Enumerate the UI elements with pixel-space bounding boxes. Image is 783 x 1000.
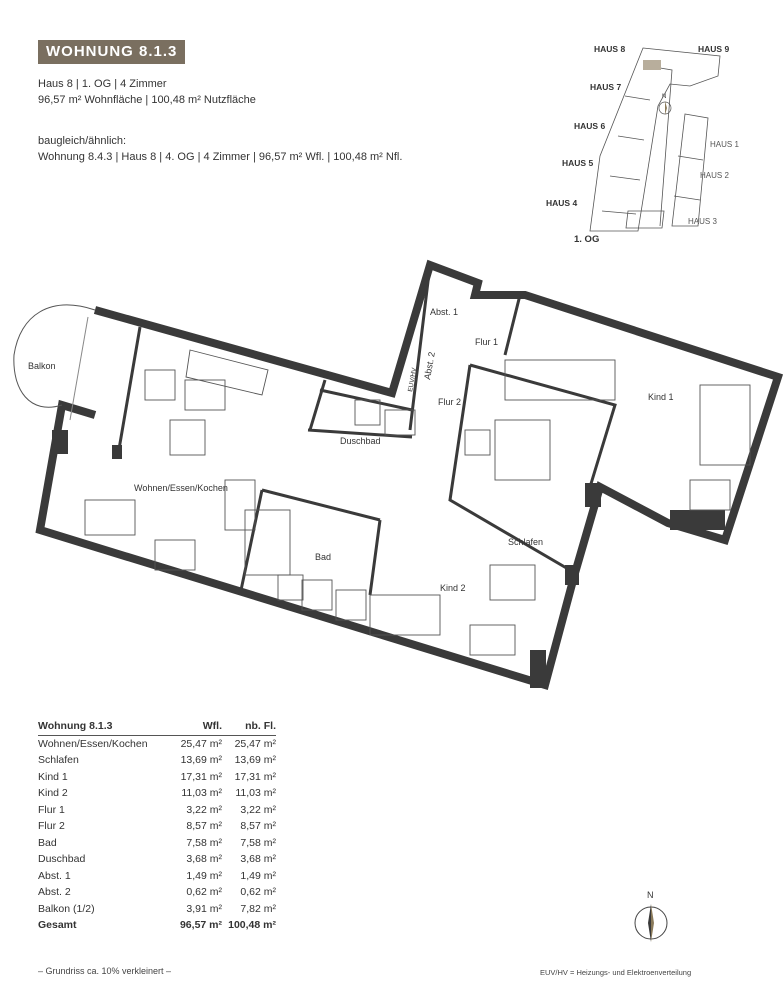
- keymap-haus4: HAUS 4: [546, 198, 577, 208]
- apartment-title: WOHNUNG 8.1.3: [38, 40, 186, 64]
- site-key-map: HAUS 8 HAUS 9 HAUS 7 HAUS 6 HAUS 5 HAUS …: [546, 44, 739, 245]
- room-wfl: 25,47 m²: [180, 737, 222, 750]
- keymap-haus7: HAUS 7: [590, 82, 621, 92]
- room-label-ehv: EUV/HV: [407, 367, 418, 393]
- keymap-haus2: HAUS 2: [700, 171, 729, 180]
- room-name: Abst. 2: [38, 886, 71, 899]
- room-wfl: 7,58 m²: [186, 836, 222, 849]
- table-row: Kind 1 17,31 m² 17,31 m²: [38, 769, 276, 786]
- keymap-haus9: HAUS 9: [698, 44, 729, 54]
- room-label-schlafen: Schlafen: [508, 537, 543, 547]
- similar-label: baugleich/ähnlich:: [38, 135, 127, 147]
- room-nfl: 17,31 m²: [234, 770, 276, 783]
- keymap-compass-icon: N: [658, 94, 672, 115]
- room-label-bad: Bad: [315, 552, 331, 562]
- room-label-duschbad: Duschbad: [340, 436, 381, 446]
- room-name: Abst. 1: [38, 869, 71, 882]
- room-name: Duschbad: [38, 853, 86, 866]
- keymap-haus3: HAUS 3: [688, 217, 717, 226]
- room-label-kind1: Kind 1: [648, 392, 674, 402]
- room-wfl: 1,49 m²: [186, 869, 222, 882]
- total-nfl: 100,48 m²: [228, 919, 276, 932]
- keymap-north-label: N: [662, 94, 666, 100]
- room-label-abst2: Abst. 2: [422, 351, 437, 380]
- footer-scale-note: – Grundriss ca. 10% verkleinert –: [38, 966, 172, 976]
- compass-icon: N: [634, 890, 668, 942]
- table-row: Kind 2 11,03 m² 11,03 m²: [38, 785, 276, 802]
- room-name: Bad: [38, 836, 57, 849]
- room-wfl: 3,91 m²: [186, 902, 222, 915]
- keymap-floor: 1. OG: [574, 234, 599, 245]
- room-name: Balkon (1/2): [38, 902, 95, 915]
- room-name: Flur 1: [38, 803, 65, 816]
- room-nfl: 3,22 m²: [240, 803, 276, 816]
- room-nfl: 7,58 m²: [240, 836, 276, 849]
- table-row: Flur 2 8,57 m² 8,57 m²: [38, 818, 276, 835]
- room-nfl: 3,68 m²: [240, 853, 276, 866]
- table-row: Balkon (1/2) 3,91 m² 7,82 m²: [38, 901, 276, 918]
- room-label-wohnen: Wohnen/Essen/Kochen: [134, 483, 228, 493]
- table-row: Abst. 1 1,49 m² 1,49 m²: [38, 868, 276, 885]
- room-label-balkon: Balkon: [28, 361, 56, 371]
- room-name: Schlafen: [38, 754, 79, 767]
- area-table: Wohnung 8.1.3 Wfl. nb. Fl. Wohnen/Essen/…: [38, 718, 276, 934]
- room-label-flur2: Flur 2: [438, 397, 461, 407]
- floor-plan: Balkon Wohnen/Essen/Kochen Duschbad Flur…: [13, 259, 783, 691]
- room-wfl: 0,62 m²: [186, 886, 222, 899]
- room-nfl: 0,62 m²: [240, 886, 276, 899]
- header-wfl: Wfl.: [150, 718, 222, 736]
- room-name: Kind 1: [38, 770, 68, 783]
- header-nfl: nb. Fl.: [222, 718, 276, 736]
- total-row: Gesamt 96,57 m² 100,48 m²: [38, 917, 276, 934]
- keymap-haus6: HAUS 6: [574, 121, 605, 131]
- compass-north-label: N: [647, 890, 654, 900]
- room-wfl: 17,31 m²: [180, 770, 222, 783]
- room-wfl: 11,03 m²: [181, 787, 222, 800]
- table-row: Flur 1 3,22 m² 3,22 m²: [38, 802, 276, 819]
- keymap-haus5: HAUS 5: [562, 158, 593, 168]
- room-wfl: 8,57 m²: [186, 820, 222, 833]
- table-row: Duschbad 3,68 m² 3,68 m²: [38, 851, 276, 868]
- keymap-haus8: HAUS 8: [594, 44, 625, 54]
- room-name: Kind 2: [38, 787, 68, 800]
- summary-line-2: 96,57 m² Wohnfläche | 100,48 m² Nutzfläc…: [38, 94, 256, 106]
- room-nfl: 1,49 m²: [240, 869, 276, 882]
- total-label: Gesamt: [38, 919, 77, 932]
- room-name: Wohnen/Essen/Kochen: [38, 737, 148, 750]
- room-name: Flur 2: [38, 820, 65, 833]
- total-wfl: 96,57 m²: [179, 919, 222, 932]
- room-label-abst1: Abst. 1: [430, 307, 458, 317]
- footer-legend: EUV/HV = Heizungs- und Elektroenverteilu…: [540, 968, 692, 977]
- room-wfl: 3,22 m²: [186, 803, 222, 816]
- table-row: Wohnen/Essen/Kochen 25,47 m² 25,47 m²: [38, 735, 276, 752]
- table-row: Schlafen 13,69 m² 13,69 m²: [38, 752, 276, 769]
- room-nfl: 11,03 m²: [235, 787, 276, 800]
- room-nfl: 7,82 m²: [240, 902, 276, 915]
- room-nfl: 8,57 m²: [240, 820, 276, 833]
- room-wfl: 3,68 m²: [186, 853, 222, 866]
- summary-line-1: Haus 8 | 1. OG | 4 Zimmer: [38, 78, 167, 90]
- similar-apartments: baugleich/ähnlich: Wohnung 8.4.3 | Haus …: [38, 133, 402, 165]
- area-table-header: Wohnung 8.1.3 Wfl. nb. Fl.: [38, 718, 276, 736]
- room-nfl: 13,69 m²: [234, 754, 276, 767]
- room-nfl: 25,47 m²: [234, 737, 276, 750]
- apartment-summary: Haus 8 | 1. OG | 4 Zimmer 96,57 m² Wohnf…: [38, 76, 256, 108]
- room-label-flur1: Flur 1: [475, 337, 498, 347]
- keymap-haus1: HAUS 1: [710, 140, 739, 149]
- similar-text: Wohnung 8.4.3 | Haus 8 | 4. OG | 4 Zimme…: [38, 151, 403, 163]
- room-wfl: 13,69 m²: [180, 754, 222, 767]
- table-row: Abst. 2 0,62 m² 0,62 m²: [38, 884, 276, 901]
- room-label-kind2: Kind 2: [440, 583, 466, 593]
- header-apartment: Wohnung 8.1.3: [38, 718, 150, 736]
- table-row: Bad 7,58 m² 7,58 m²: [38, 835, 276, 852]
- highlighted-unit: [643, 60, 661, 70]
